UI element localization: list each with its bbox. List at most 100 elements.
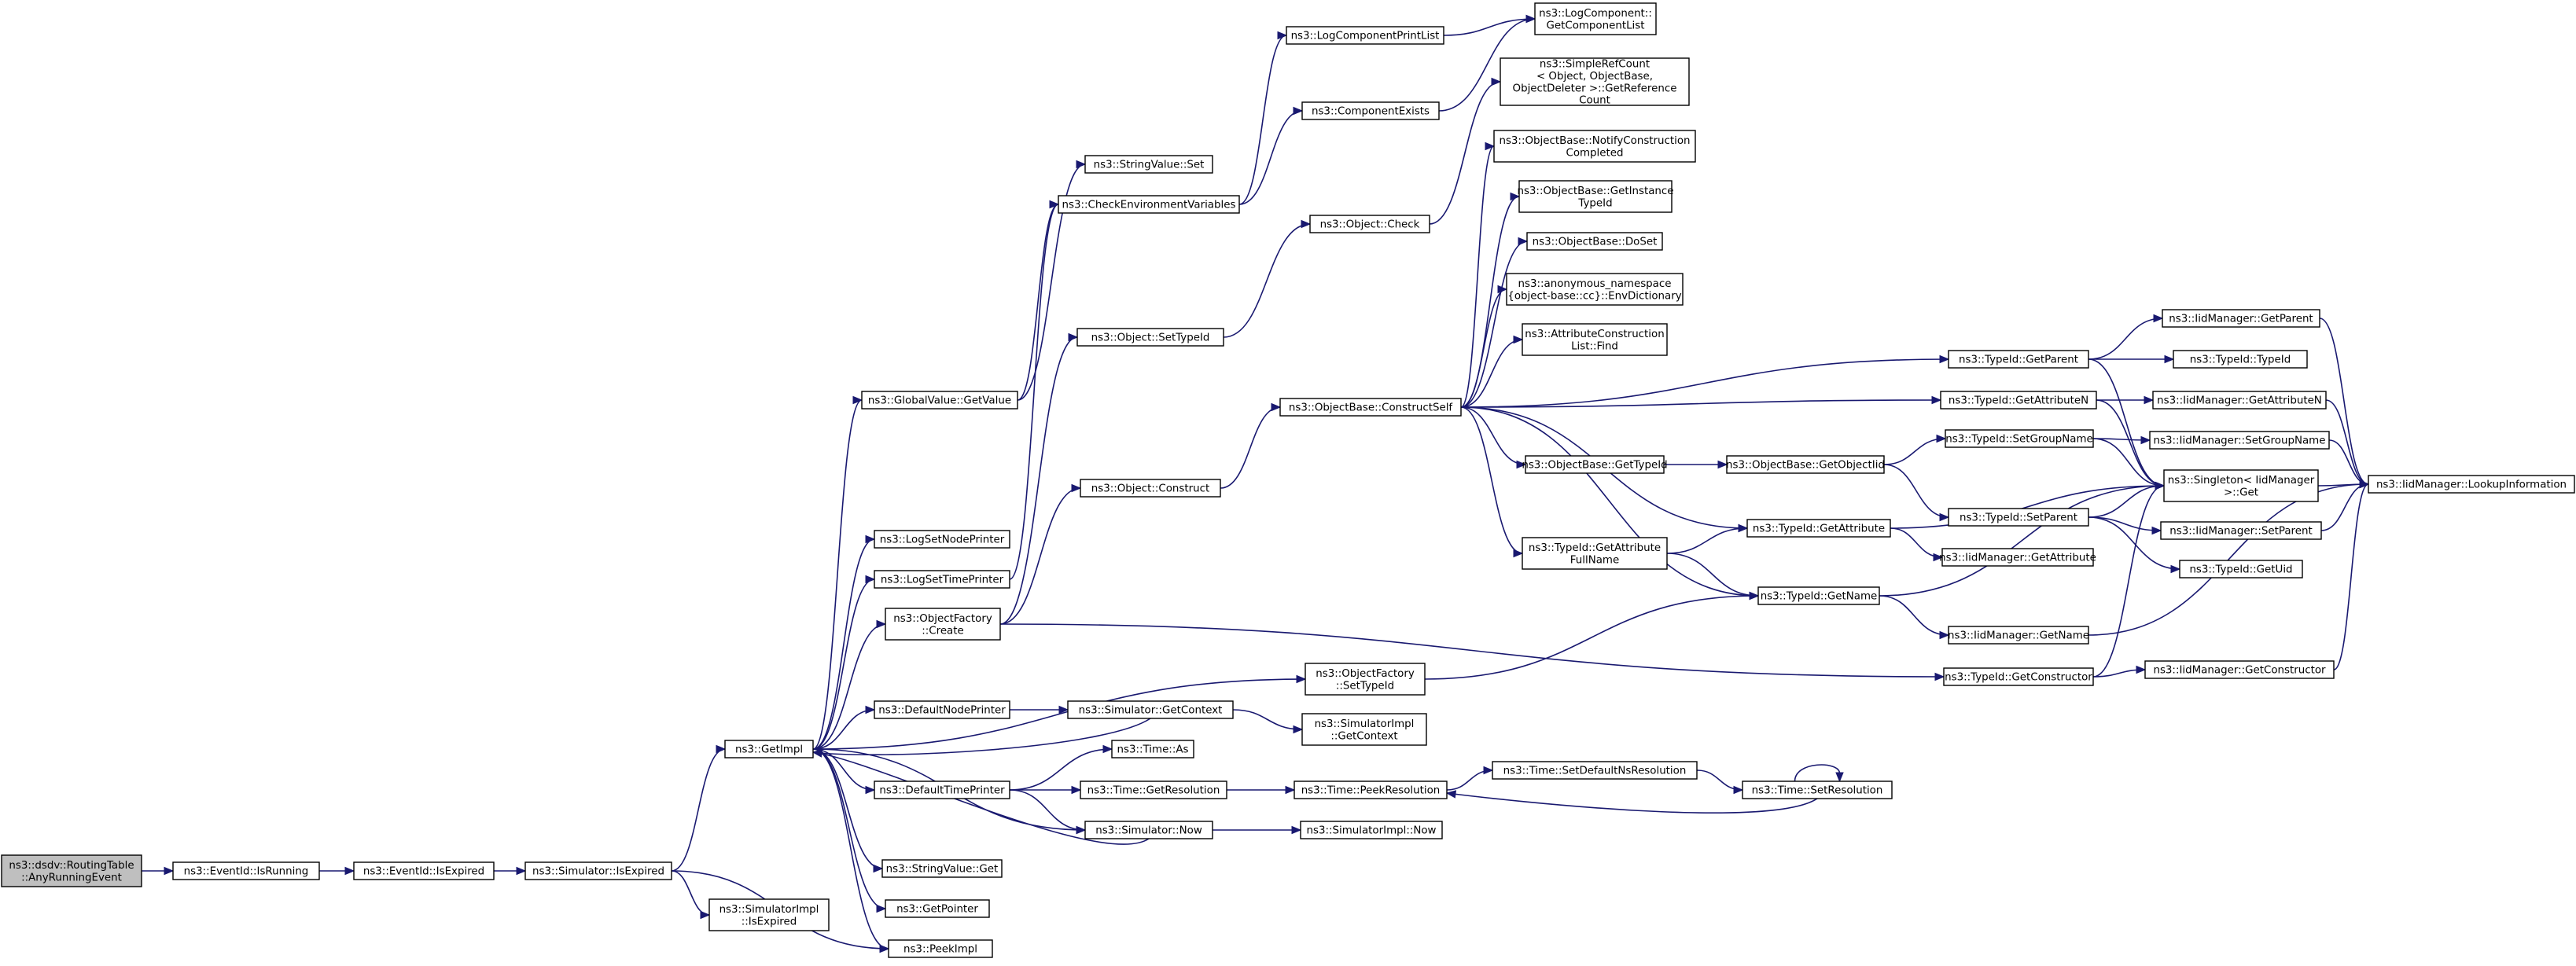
node-label: ns3::LogComponent::: [1539, 8, 1652, 20]
node-label: ns3::dsdv::RoutingTable: [9, 860, 134, 872]
call-edge: [2088, 318, 2163, 360]
node-box: [1742, 781, 1893, 799]
function-node[interactable]: ns3::Time::PeekResolution: [1294, 781, 1448, 799]
edge-arrowhead: [2153, 314, 2164, 323]
function-node[interactable]: ns3::CheckEnvironmentVariables: [1058, 195, 1240, 214]
function-node[interactable]: ns3::ObjectFactory::SetTypeId: [1305, 663, 1426, 696]
function-node[interactable]: ns3::TypeId::GetAttribute: [1746, 519, 1891, 538]
function-node[interactable]: ns3::EventId::IsRunning: [172, 861, 320, 880]
function-node[interactable]: ns3::ComponentExists: [1301, 101, 1440, 120]
node-label: ns3::GlobalValue::GetValue: [868, 395, 1011, 407]
node-label: ns3::TypeId::GetAttribute: [1529, 542, 1661, 554]
call-edge: [2320, 483, 2369, 531]
node-label: ns3::LogSetTimePrinter: [881, 575, 1004, 586]
function-node[interactable]: ns3::SimulatorImpl::GetContext: [1301, 713, 1427, 746]
node-box: [1080, 781, 1227, 799]
function-node[interactable]: ns3::Simulator::GetContext: [1067, 700, 1234, 719]
edge-arrowhead: [2136, 665, 2147, 674]
edge-arrowhead: [1296, 674, 1307, 684]
node-box: [1058, 195, 1240, 214]
node-box: [1522, 537, 1668, 570]
function-node[interactable]: ns3::IidManager::GetName: [1948, 626, 2089, 645]
node-label: ns3::EventId::IsRunning: [184, 866, 309, 878]
function-node[interactable]: ns3::TypeId::SetGroupName: [1945, 429, 2094, 448]
function-node[interactable]: ns3::SimulatorImpl::IsExpired: [708, 898, 830, 931]
function-node[interactable]: ns3::LogSetTimePrinter: [874, 570, 1010, 589]
function-node[interactable]: ns3::IidManager::GetConstructor: [2144, 660, 2335, 679]
function-node[interactable]: ns3::LogComponentPrintList: [1286, 26, 1444, 45]
call-edge: [1460, 241, 1528, 408]
function-node[interactable]: ns3::TypeId::TypeId: [2173, 350, 2308, 369]
node-box: [524, 861, 672, 880]
function-node[interactable]: ns3::Object::SetTypeId: [1076, 328, 1224, 347]
function-node[interactable]: ns3::ObjectBase::ConstructSelf: [1279, 398, 1462, 417]
function-node[interactable]: ns3::GetPointer: [885, 899, 990, 918]
function-node[interactable]: ns3::Simulator::IsExpired: [524, 861, 672, 880]
function-node[interactable]: ns3::GetImpl: [724, 740, 814, 758]
function-node[interactable]: ns3::TypeId::GetAttributeN: [1940, 391, 2097, 410]
node-label: ns3::Object::Check: [1320, 219, 1420, 231]
function-node[interactable]: ns3::LogSetNodePrinter: [874, 530, 1010, 549]
function-node[interactable]: ns3::anonymous_namespace{object-base::cc…: [1506, 273, 1684, 306]
call-edge: [1890, 527, 1943, 558]
function-node[interactable]: ns3::IidManager::GetParent: [2162, 309, 2320, 328]
function-node[interactable]: ns3::PeekImpl: [888, 939, 993, 958]
call-edge: [1460, 406, 1759, 597]
function-node[interactable]: ns3::Time::As: [1111, 740, 1194, 758]
node-label: ns3::IidManager::GetAttributeN: [2157, 395, 2322, 407]
function-node[interactable]: ns3::StringValue::Set: [1084, 155, 1213, 174]
edge-arrowhead: [2164, 354, 2175, 364]
node-label: ns3::ObjectBase::GetTypeId: [1522, 460, 1667, 472]
function-node[interactable]: ns3::Time::SetDefaultNsResolution: [1492, 761, 1698, 780]
function-node[interactable]: ns3::TypeId::SetParent: [1948, 508, 2089, 527]
node-label: ns3::IidManager::GetAttribute: [1939, 553, 2096, 564]
call-edge: [2092, 485, 2165, 678]
node-box: [1111, 740, 1194, 758]
function-node[interactable]: ns3::TypeId::GetName: [1757, 586, 1880, 605]
function-node[interactable]: ns3::Time::GetResolution: [1080, 781, 1227, 799]
function-node[interactable]: ns3::TypeId::GetConstructor: [1943, 667, 2094, 686]
node-label: >::Get: [2224, 487, 2258, 498]
node-box: [1084, 155, 1213, 174]
function-node[interactable]: ns3::EventId::IsExpired: [353, 861, 495, 880]
call-edge: [1666, 527, 1748, 554]
node-label: < Object, ObjectBase,: [1536, 71, 1653, 83]
function-node[interactable]: ns3::IidManager::LookupInformation: [2368, 475, 2575, 494]
function-node[interactable]: ns3::SimulatorImpl::Now: [1300, 821, 1443, 839]
function-node[interactable]: ns3::Simulator::Now: [1084, 821, 1213, 839]
function-node[interactable]: ns3::DefaultTimePrinter: [874, 781, 1010, 799]
function-node[interactable]: ns3::ObjectBase::GetTypeId: [1522, 455, 1668, 474]
function-node[interactable]: ns3::StringValue::Get: [881, 859, 1003, 878]
function-node[interactable]: ns3::Time::SetResolution: [1742, 781, 1893, 799]
function-node[interactable]: ns3::DefaultNodePrinter: [874, 700, 1010, 719]
function-node[interactable]: ns3::TypeId::GetUid: [2179, 560, 2303, 578]
node-box: [2173, 350, 2308, 369]
function-node[interactable]: ns3::TypeId::GetParent: [1948, 350, 2089, 369]
function-node[interactable]: ns3::IidManager::SetGroupName: [2149, 431, 2330, 450]
function-node[interactable]: ns3::IidManager::GetAttribute: [1939, 548, 2096, 567]
function-node[interactable]: ns3::ObjectBase::DoSet: [1526, 232, 1663, 251]
function-node[interactable]: ns3::Object::Check: [1309, 215, 1430, 233]
call-edge: [2088, 358, 2165, 487]
function-node[interactable]: ns3::ObjectBase::GetObjectIid: [1726, 455, 1885, 474]
function-node[interactable]: ns3::Singleton< IidManager >::Get: [2163, 469, 2319, 502]
function-node[interactable]: ns3::ObjectBase::NotifyConstructionCompl…: [1493, 130, 1696, 163]
node-box: [1294, 781, 1448, 799]
node-box: [1300, 821, 1443, 839]
function-node[interactable]: ns3::SimpleRefCount< Object, ObjectBase,…: [1500, 57, 1690, 107]
function-node[interactable]: ns3::dsdv::RoutingTable::AnyRunningEvent: [1, 854, 142, 887]
call-edge: [1794, 764, 1841, 782]
node-label: ns3::LogComponentPrintList: [1291, 31, 1440, 42]
function-node[interactable]: ns3::IidManager::SetParent: [2160, 521, 2322, 540]
node-label: ns3::GetPointer: [896, 904, 978, 916]
function-node[interactable]: ns3::ObjectFactory::Create: [885, 608, 1001, 641]
function-node[interactable]: ns3::IidManager::GetAttributeN: [2152, 391, 2327, 410]
function-node[interactable]: ns3::GlobalValue::GetValue: [861, 391, 1018, 410]
function-node[interactable]: ns3::LogComponent::GetComponentList: [1534, 2, 1657, 35]
call-edge: [1883, 464, 1949, 518]
function-node[interactable]: ns3::Object::Construct: [1080, 479, 1221, 498]
call-edge: [1223, 223, 1311, 338]
